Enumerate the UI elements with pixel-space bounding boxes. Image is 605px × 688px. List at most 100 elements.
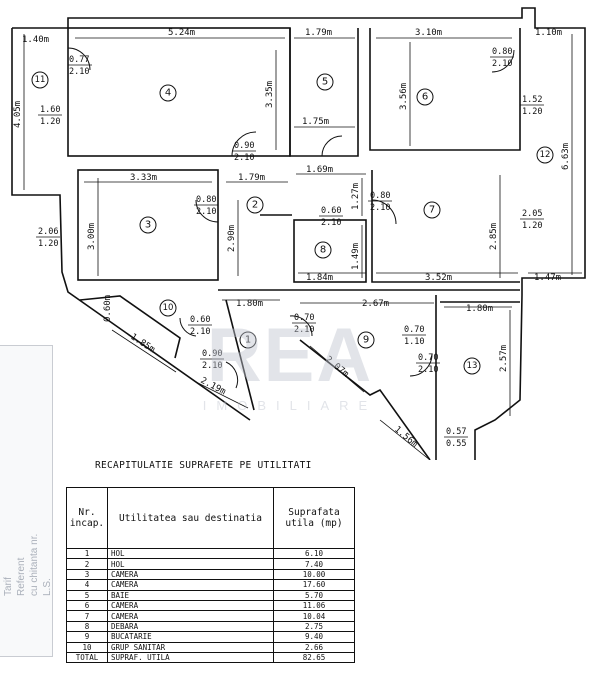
door-9-bottom: 2.10 bbox=[294, 325, 314, 335]
door-10-top: 0.60 bbox=[190, 315, 210, 325]
room-12-number: 12 bbox=[540, 150, 551, 160]
stamp-line-2: Referent bbox=[16, 557, 27, 596]
door-9-top: 0.70 bbox=[294, 313, 314, 323]
dim-1-69: 1.69m bbox=[306, 165, 333, 175]
dim-3-35: 3.35m bbox=[265, 81, 275, 108]
cell-area: 10.04 bbox=[273, 610, 355, 622]
dim-1-80-room13: 1.80m bbox=[466, 304, 493, 314]
door-8-top: 0.60 bbox=[321, 206, 341, 216]
dim-0-60: 0.60m bbox=[103, 295, 113, 322]
window-6-bottom: 1.20 bbox=[522, 107, 542, 117]
room-10-number: 10 bbox=[163, 303, 174, 313]
window-9-top: 0.70 bbox=[404, 325, 424, 335]
room-13-number: 13 bbox=[467, 361, 478, 371]
room-4-walls bbox=[67, 27, 291, 157]
window-9-bottom: 1.10 bbox=[404, 337, 424, 347]
room-7-number: 7 bbox=[429, 205, 435, 216]
dim-1-49: 1.49m bbox=[351, 243, 361, 270]
door-7-top: 0.80 bbox=[370, 191, 390, 201]
dim-1-27: 1.27m bbox=[351, 183, 361, 210]
door-swing-3 bbox=[195, 199, 219, 223]
summary-title: RECAPITULATIE SUPRAFETE PE UTILITATI bbox=[95, 460, 312, 471]
dim-6-63: 6.63m bbox=[561, 143, 571, 170]
cell-nr: 6 bbox=[66, 599, 108, 612]
cell-nr: 5 bbox=[66, 589, 108, 601]
dim-3-00: 3.00m bbox=[87, 223, 97, 250]
cell-nr: TOTAL bbox=[66, 651, 108, 664]
door-2-top: 0.90 bbox=[234, 141, 254, 151]
stamp: Tarif Referent cu chitanta nr. L.S. bbox=[0, 345, 53, 657]
cell-nr: 3 bbox=[66, 568, 108, 581]
dim-1-84: 1.84m bbox=[306, 273, 333, 283]
cell-use: CAMERA bbox=[107, 568, 274, 581]
room-11-number: 11 bbox=[35, 75, 46, 85]
room-5-number: 5 bbox=[322, 77, 328, 88]
dim-1-47: 1.47m bbox=[534, 273, 561, 283]
window-7-top: 2.05 bbox=[522, 209, 542, 219]
door-13-top: 0.70 bbox=[418, 353, 438, 363]
cell-area: 5.70 bbox=[273, 589, 355, 601]
door-8-bottom: 2.10 bbox=[321, 218, 341, 228]
cell-area: 17.60 bbox=[273, 579, 355, 591]
stamp-text: Tarif Referent cu chitanta nr. L.S. bbox=[2, 534, 54, 596]
dim-1-40: 1.40m bbox=[22, 35, 49, 45]
window-3-top: 2.06 bbox=[38, 227, 58, 237]
window-11-bottom: 1.20 bbox=[40, 117, 60, 127]
window-11-top: 1.60 bbox=[40, 105, 60, 115]
cell-nr: 9 bbox=[66, 631, 108, 643]
outer-wall-left bbox=[11, 28, 251, 421]
dim-3-56: 3.56m bbox=[399, 83, 409, 110]
header-nr: Nr. incap. bbox=[66, 487, 108, 549]
window-3-bottom: 1.20 bbox=[38, 239, 58, 249]
window-13-bottom: 0.55 bbox=[446, 439, 466, 449]
cell-use: SUPRAF. UTILA bbox=[107, 651, 274, 664]
door-3-top: 0.80 bbox=[196, 195, 216, 205]
cell-use: BAIE bbox=[107, 589, 274, 601]
dim-1-80-hall: 1.80m bbox=[236, 299, 263, 309]
door-swing-4 bbox=[67, 47, 91, 71]
header-use: Utilitatea sau destinatia bbox=[107, 487, 274, 549]
cell-area: 6.10 bbox=[273, 547, 355, 560]
cell-area: 10.00 bbox=[273, 568, 355, 581]
dim-4-05: 4.05m bbox=[13, 101, 23, 128]
dim-5-24: 5.24m bbox=[168, 28, 195, 38]
cell-use: HOL bbox=[107, 558, 274, 570]
window-7-bottom: 1.20 bbox=[522, 221, 542, 231]
room-2-number: 2 bbox=[252, 200, 258, 211]
dim-1-79-top: 1.79m bbox=[305, 28, 332, 38]
floor-plan: 1.40m 5.24m 1.79m 3.10m 1.10m 4.05m 3.35… bbox=[11, 7, 586, 460]
door-4-top: 0.77 bbox=[69, 55, 89, 65]
door-3-bottom: 2.10 bbox=[196, 207, 216, 217]
door-swing-7 bbox=[371, 199, 397, 225]
door-6-top: 0.80 bbox=[492, 47, 512, 57]
dim-1-56: 1.56m bbox=[392, 425, 419, 450]
cell-area: 11.06 bbox=[273, 599, 355, 612]
door-swing-1 bbox=[225, 361, 239, 389]
outer-wall bbox=[12, 7, 586, 460]
stamp-line-4: L.S. bbox=[42, 578, 53, 596]
cell-use: CAMERA bbox=[107, 579, 274, 591]
room-6-walls bbox=[369, 28, 521, 151]
dim-1-79-mid: 1.79m bbox=[238, 173, 265, 183]
cell-area: 2.75 bbox=[273, 620, 355, 633]
dim-2-90: 2.90m bbox=[227, 225, 237, 252]
door-1-bottom: 2.10 bbox=[202, 361, 222, 371]
cell-nr: 4 bbox=[66, 579, 108, 591]
room-10-walls bbox=[79, 295, 181, 359]
room-6-number: 6 bbox=[422, 92, 428, 103]
room-3-walls bbox=[77, 169, 219, 281]
dim-1-10: 1.10m bbox=[535, 28, 562, 38]
dim-2-67: 2.67m bbox=[362, 299, 389, 309]
door-7-bottom: 2.10 bbox=[370, 203, 390, 213]
dim-3-33: 3.33m bbox=[130, 173, 157, 183]
summary-table: Nr. incap. Utilitatea sau destinatia Sup… bbox=[66, 487, 355, 664]
stamp-line-3: cu chitanta nr. bbox=[29, 533, 40, 596]
room-3-number: 3 bbox=[145, 220, 151, 231]
